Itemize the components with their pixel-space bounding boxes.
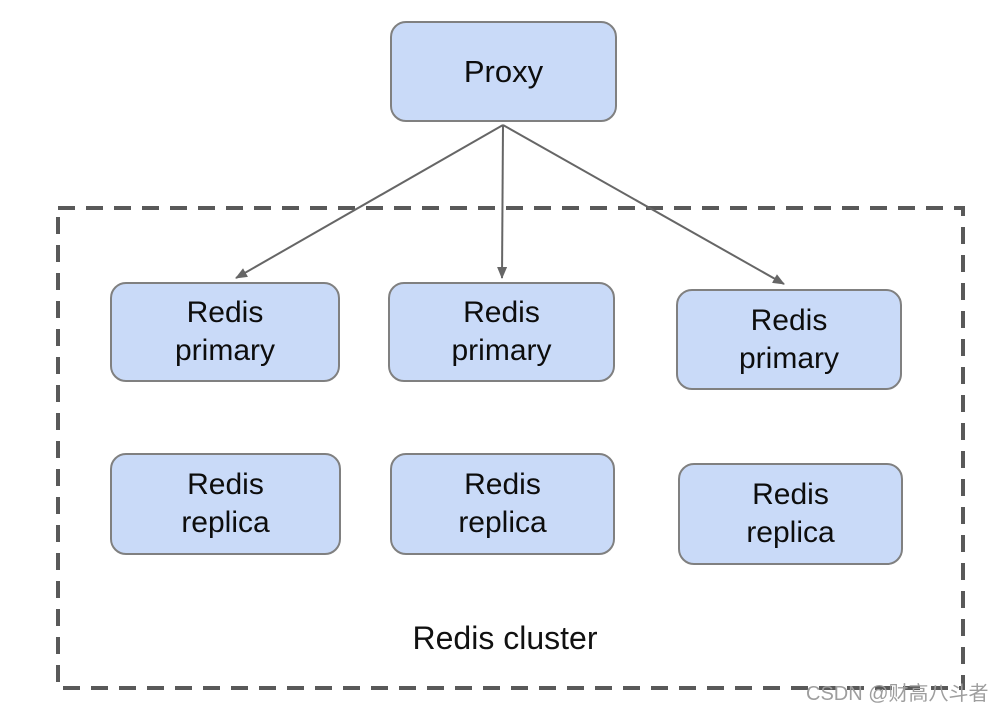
cluster-label: Redis cluster bbox=[412, 620, 598, 656]
node-label-line: Redis bbox=[750, 303, 828, 337]
node-label-line: replica bbox=[746, 516, 835, 549]
proxy-node-label: Proxy bbox=[463, 53, 544, 89]
node-label-line: Redis bbox=[752, 478, 829, 511]
node-label-line: primary bbox=[174, 334, 275, 367]
cluster-boundary bbox=[56, 206, 965, 690]
arrow-proxy-to-primary-1 bbox=[235, 124, 504, 279]
node-label-line: primary bbox=[451, 334, 552, 367]
node-label-line: Redis bbox=[187, 468, 264, 501]
node-label-line: replica bbox=[181, 506, 270, 539]
node-label-line: primary bbox=[738, 341, 839, 375]
redis-primary-node-3: Redis primary bbox=[676, 289, 902, 390]
redis-primary-node-2: Redis primary bbox=[388, 282, 615, 382]
arrow-proxy-to-primary-2 bbox=[497, 124, 508, 279]
redis-replica-node-3: Redis replica bbox=[678, 463, 903, 565]
watermark: CSDN @财高八斗者 bbox=[806, 683, 989, 705]
arrow-proxy-to-primary-3 bbox=[502, 124, 785, 285]
node-label-line: Redis bbox=[463, 296, 540, 329]
redis-replica-node-2: Redis replica bbox=[390, 453, 615, 555]
node-label-line: Redis bbox=[186, 296, 264, 329]
proxy-node: Proxy bbox=[390, 21, 617, 122]
redis-primary-node-1: Redis primary bbox=[110, 282, 340, 382]
node-label-line: Redis bbox=[464, 468, 541, 501]
redis-replica-node-1: Redis replica bbox=[110, 453, 341, 555]
node-label-line: replica bbox=[458, 506, 547, 539]
